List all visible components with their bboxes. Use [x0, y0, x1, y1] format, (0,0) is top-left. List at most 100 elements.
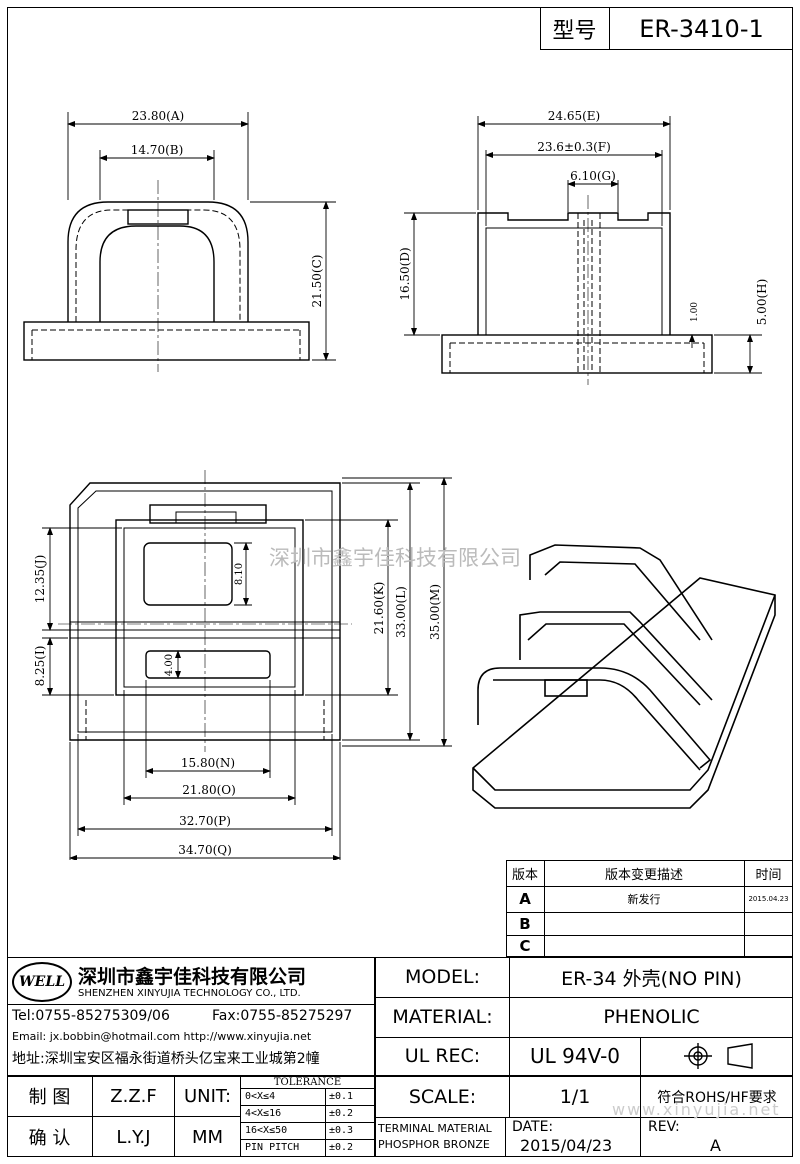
company-fax: Fax:0755-85275297 [212, 1008, 353, 1024]
rev-a-date: 2015.04.23 [748, 895, 789, 903]
model-label: MODEL: [405, 966, 480, 988]
tolerance-value: ±0.1 [329, 1091, 354, 1102]
company-logo: WELL [12, 962, 72, 1002]
dim-l-label: 33.00(L) [394, 586, 408, 638]
rev-label: REV: [648, 1119, 680, 1135]
dim-d-label: 16.50(D) [398, 247, 412, 300]
material-label: MATERIAL: [392, 1006, 493, 1028]
header-model-box [540, 7, 793, 50]
unit-label: UNIT: [183, 1085, 232, 1107]
tolerance-range: 16<X≤50 [245, 1125, 288, 1136]
rev-header-version: 版本 [511, 867, 538, 883]
checked-value: L.Y.J [116, 1126, 151, 1148]
dim-e-label: 24.65(E) [548, 109, 600, 123]
dim-m-label: 35.00(M) [428, 584, 442, 640]
terminal-value: PHOSPHOR BRONZE [378, 1138, 490, 1151]
company-tel: Tel:0755-85275309/06 [12, 1008, 170, 1024]
watermark-cn: 深圳市鑫宇佳科技有限公司 [269, 546, 521, 570]
header-model-label: 型号 [540, 7, 610, 50]
company-name-cn: 深圳市鑫宇佳科技有限公司 [78, 966, 307, 988]
tolerance-row: 16<X≤50 ±0.3 [241, 1123, 374, 1140]
tb-hline-4 [374, 1117, 793, 1118]
drawing-frame [7, 7, 793, 1157]
dim-i-label: 8.25(I) [33, 646, 47, 687]
scale-value: 1/1 [559, 1085, 591, 1108]
dim-j-label: 12.35(J) [33, 555, 47, 604]
drawn-value: Z.Z.F [110, 1085, 157, 1107]
dim-f-label: 23.6±0.3(F) [537, 140, 611, 154]
sig-vline-3 [240, 1076, 241, 1157]
dim-a-label: 23.80(A) [132, 109, 184, 123]
dim-o-label: 21.80(O) [182, 783, 236, 797]
unit-value: MM [191, 1126, 224, 1148]
dim-slot2-label: 4.00 [164, 654, 175, 676]
side-view [441, 212, 713, 374]
tolerance-row: 4<X≤16 ±0.2 [241, 1106, 374, 1123]
isometric-view [472, 544, 776, 809]
company-name-en: SHENZHEN XINYUJIA TECHNOLOGY CO., LTD. [78, 988, 301, 999]
checked-label: 确 认 [28, 1128, 71, 1149]
rev-a-version: A [519, 890, 531, 908]
tolerance-row: PIN PITCH ±0.2 [241, 1140, 374, 1157]
tb-vline-main [374, 957, 376, 1157]
company-divider [7, 1004, 374, 1005]
rev-value: A [710, 1136, 721, 1155]
titleblock [7, 957, 793, 1158]
dim-n-label: 15.80(N) [181, 756, 235, 770]
dim-q-label: 34.70(Q) [178, 843, 232, 857]
ulrec-value: UL 94V-0 [529, 1044, 621, 1068]
tolerance-range: PIN PITCH [245, 1142, 300, 1153]
dim-c-label: 21.50(C) [310, 255, 324, 308]
model-value: ER-34 外壳(NO PIN) [561, 967, 742, 990]
dim-h-label: 5.00(H) [755, 279, 769, 326]
technical-drawing: 23.80(A) 14.70(B) 21.50(C) 24.65(E) 23.6… [23, 109, 776, 860]
rev-rowline-3 [506, 935, 793, 936]
rev-header-date: 时间 [755, 867, 782, 883]
date-label: DATE: [512, 1119, 554, 1135]
tb-vline-right [640, 1037, 641, 1157]
tb-hline-2 [374, 1037, 793, 1038]
terminal-label: TERMINAL MATERIAL [378, 1122, 492, 1135]
rev-rowline-1 [506, 886, 793, 887]
tolerance-divider [325, 1089, 326, 1157]
dim-h-small-label: 1.00 [690, 302, 700, 322]
tb-hline-3 [7, 1075, 793, 1077]
company-address: 地址:深圳宝安区福永街道桥头亿宝来工业城第2幢 [12, 1051, 320, 1067]
rev-divider-2 [744, 860, 745, 957]
tb-vline-date [505, 1117, 506, 1157]
tolerance-value: ±0.3 [329, 1125, 354, 1136]
company-email: Email: jx.bobbin@hotmail.com http://www.… [12, 1030, 312, 1043]
rev-divider-1 [544, 860, 545, 957]
tolerance-value: ±0.2 [329, 1108, 354, 1119]
dim-p-label: 32.70(P) [179, 814, 231, 828]
tolerance-range: 4<X≤16 [245, 1108, 282, 1119]
scale-label: SCALE: [408, 1085, 477, 1108]
rev-header-description: 版本变更描述 [604, 867, 683, 883]
tolerance-range: 0<X≤4 [245, 1091, 276, 1102]
tolerance-title: TOLERANCE [241, 1076, 374, 1089]
tolerance-value: ±0.2 [329, 1142, 354, 1153]
tolerance-table: 0<X≤4 ±0.1 4<X≤16 ±0.2 16<X≤50 ±0.3 PIN … [241, 1089, 374, 1157]
dim-slot1-label: 8.10 [234, 563, 245, 585]
tolerance-row: 0<X≤4 ±0.1 [241, 1089, 374, 1106]
rev-b-version: B [519, 914, 531, 933]
rev-c-version: C [519, 937, 531, 955]
dim-g-label: 6.10(G) [570, 169, 616, 183]
drawn-label: 制 图 [28, 1087, 71, 1108]
dim-b-label: 14.70(B) [131, 143, 184, 157]
header-model-code: ER-3410-1 [639, 14, 764, 43]
front-view [23, 201, 310, 361]
rohs-note: 符合ROHS/HF要求 [657, 1089, 777, 1106]
material-value: PHENOLIC [603, 1006, 700, 1028]
rev-rowline-2 [506, 912, 793, 913]
watermark-url: www.xinyujia.net [612, 1100, 781, 1119]
company-logo-text: WELL [18, 974, 66, 990]
sig-hline [7, 1116, 240, 1117]
rev-a-description: 新发行 [627, 893, 661, 906]
ulrec-label: UL REC: [404, 1045, 481, 1067]
revision-table [506, 860, 793, 957]
date-value: 2015/04/23 [520, 1136, 613, 1155]
tb-hline-1 [374, 997, 793, 998]
dim-k-label: 21.60(K) [372, 582, 386, 635]
top-view [69, 482, 341, 741]
